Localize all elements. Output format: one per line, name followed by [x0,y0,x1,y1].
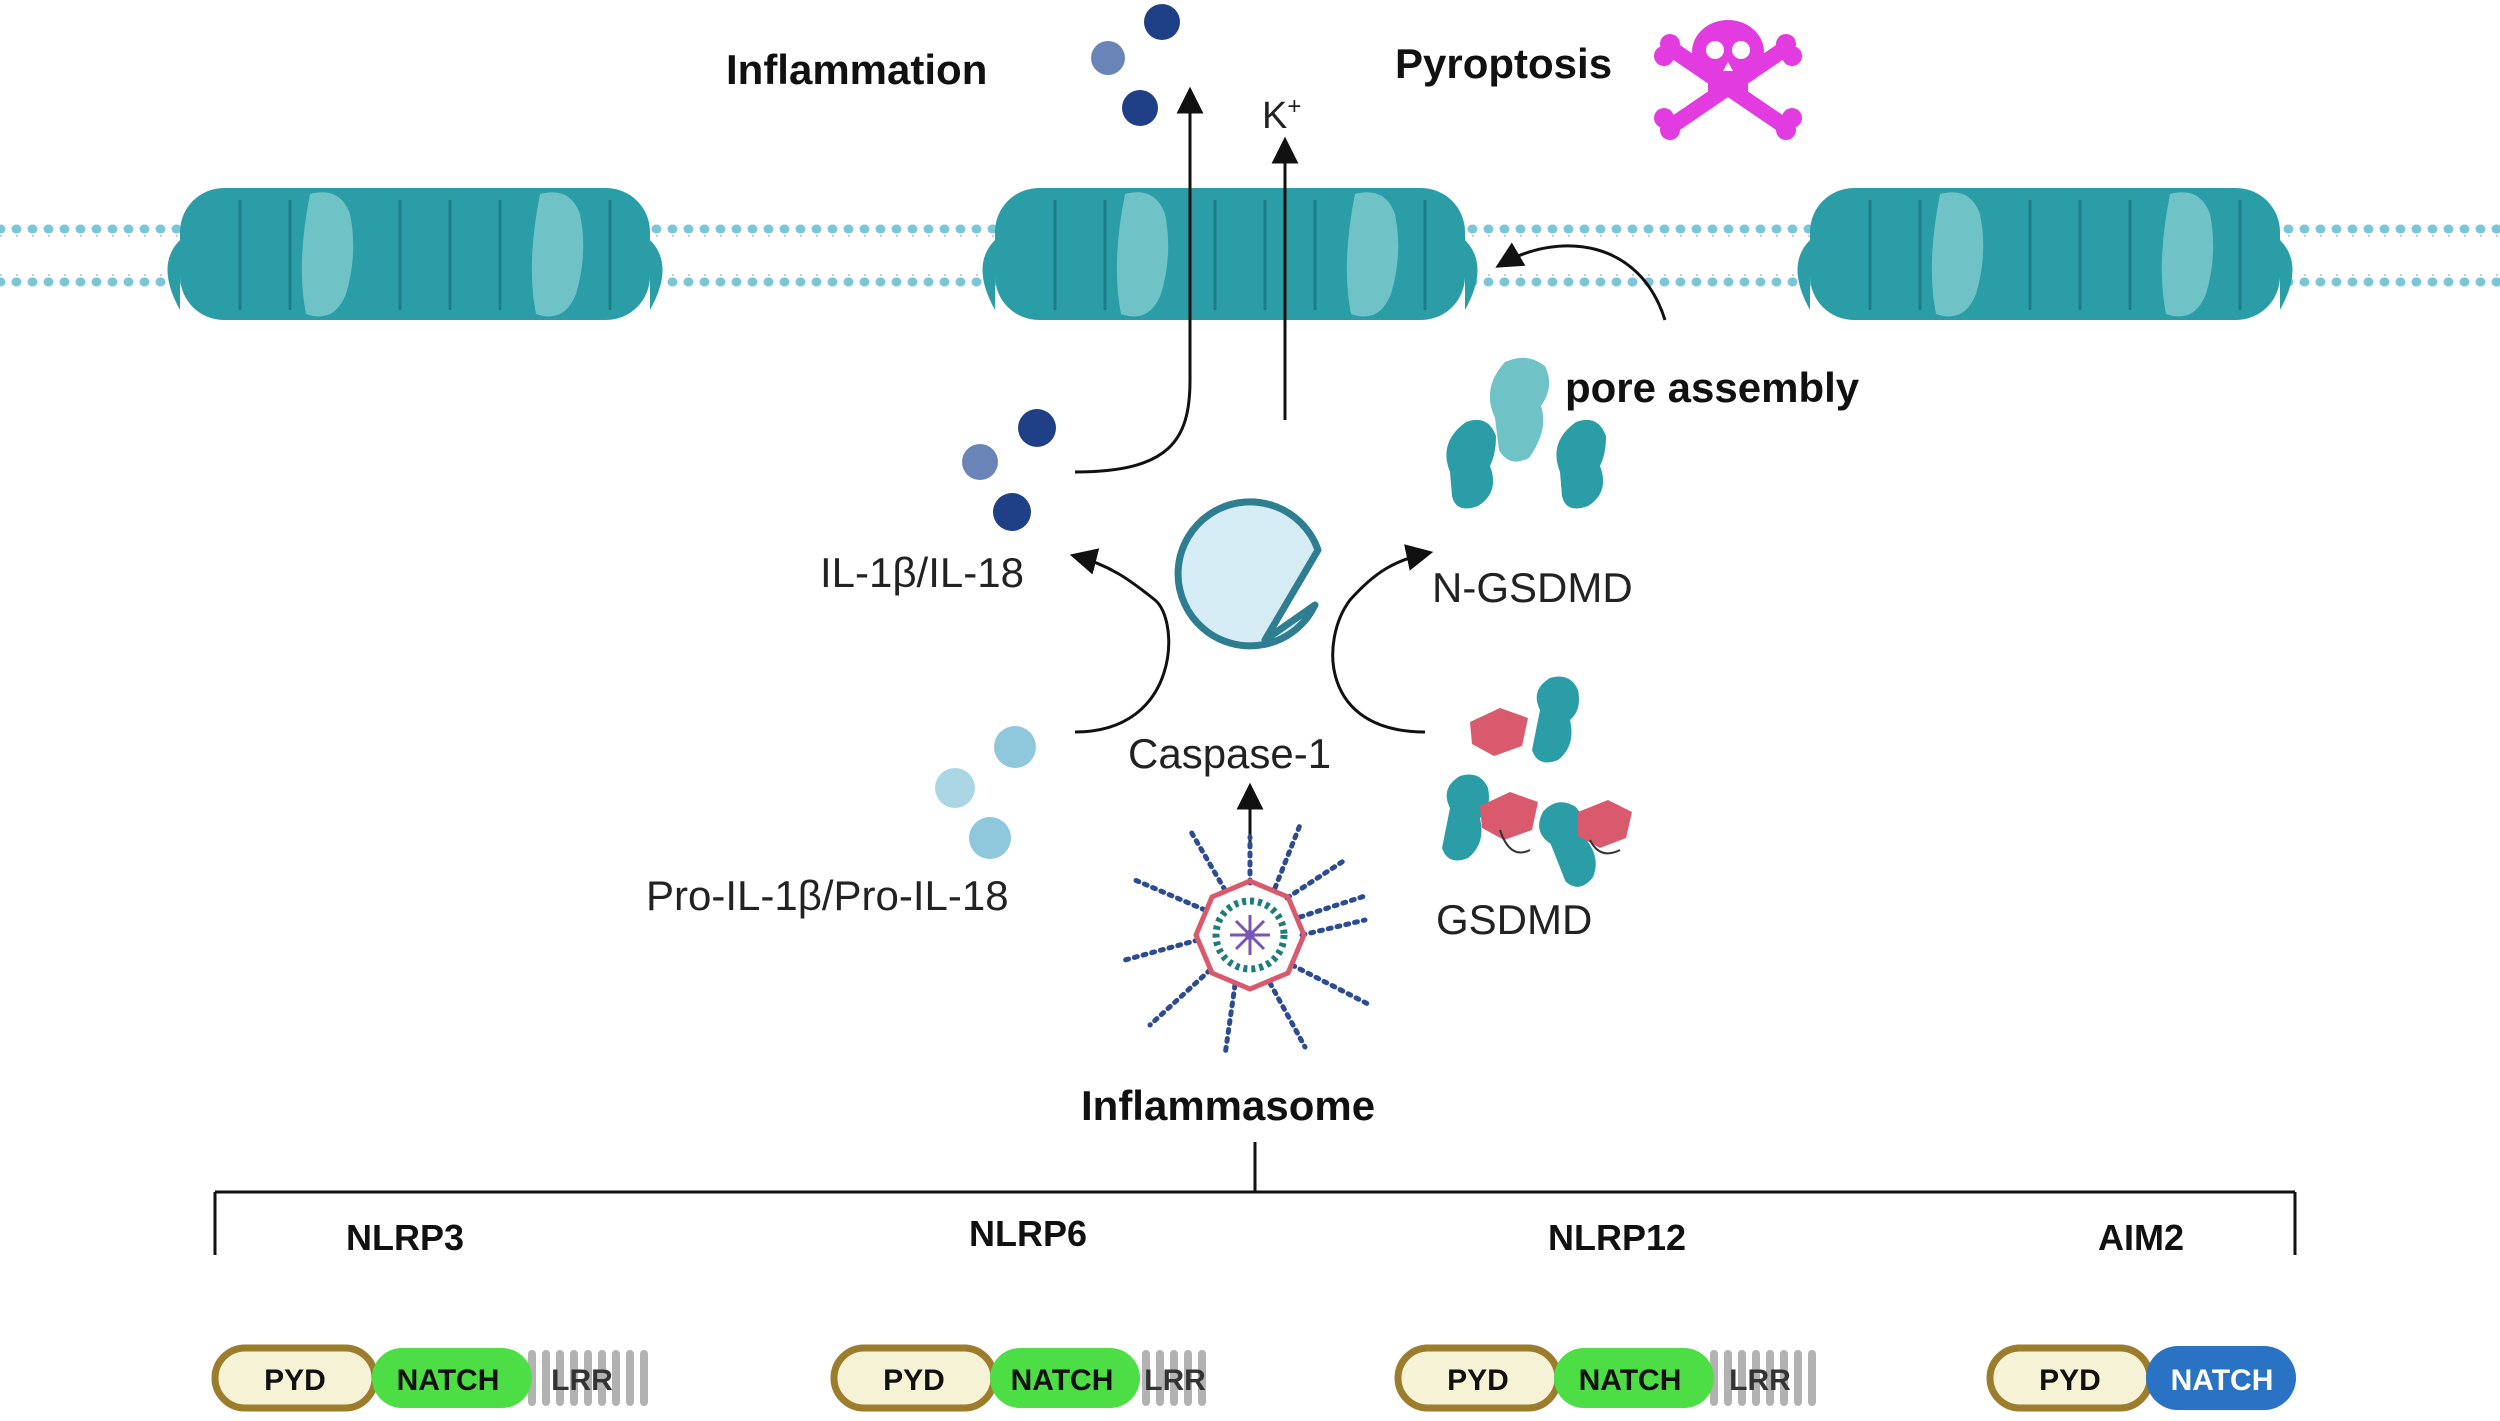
released-cytokines [1091,4,1180,126]
pore-assembly-arrow [1495,242,1667,321]
inflammasome-label: Inflammasome [1081,1082,1375,1129]
potassium-ion-label: K+ [1262,93,1301,137]
gsdmd-proteins [1442,676,1632,887]
domain-pyd: PYD [264,1364,326,1397]
domain-architecture-nlrp3: PYD NATCH LRR [211,1344,648,1412]
sensor-name-nlrp3: NLRP3 [346,1217,464,1258]
domain-pyd: PYD [883,1364,945,1397]
caspase-1-label: Caspase-1 [1128,730,1331,777]
inflammation-label: Inflammation [726,46,987,93]
domain-natch: NATCH [1579,1364,1682,1397]
gasdermin-pore-left [167,188,663,320]
pyroptosis-label: Pyroptosis [1395,40,1612,87]
gsdmd-cleavage-arrow [1331,544,1434,734]
inflammasome-icon [1122,822,1373,1058]
pro-il-label: Pro-IL-1β/Pro-IL-18 [646,872,1009,919]
sensor-name-aim2: AIM2 [2098,1217,2184,1258]
pore-assembly-label: pore assembly [1565,364,1860,411]
sensor-name-nlrp6: NLRP6 [969,1213,1087,1254]
domain-lrr: LRR [551,1364,613,1397]
sensor-bracket [213,1142,2297,1255]
cytokine-release-arrow [1074,86,1204,474]
domain-architecture-nlrp6: PYD NATCH LRR [830,1344,1206,1412]
cytokine-cleavage-arrow [1069,548,1171,734]
domain-natch: NATCH [2171,1364,2274,1397]
n-gsdmd-label: N-GSDMD [1432,564,1633,611]
gsdmd-label: GSDMD [1436,896,1592,943]
domain-natch: NATCH [1011,1364,1114,1397]
domain-lrr: LRR [1144,1364,1206,1397]
mature-cytokines [962,409,1056,531]
domain-architecture-nlrp12: PYD NATCH LRR [1394,1344,1816,1412]
skull-crossbones-icon [1654,20,1802,140]
il-1b-il-18-label: IL-1β/IL-18 [820,549,1024,596]
n-gsdmd-fragments [1446,357,1606,509]
domain-architecture-aim2: PYD NATCH [1986,1344,2296,1412]
domain-natch: NATCH [397,1364,500,1397]
domain-pyd: PYD [2039,1364,2101,1397]
domain-lrr: LRR [1729,1364,1791,1397]
sensor-name-nlrp12: NLRP12 [1548,1217,1686,1258]
gasdermin-pore-center [982,188,1478,320]
gasdermin-pore-right [1797,188,2293,320]
domain-pyd: PYD [1447,1364,1509,1397]
caspase-1-icon [1174,498,1322,650]
pro-cytokines [935,726,1036,859]
